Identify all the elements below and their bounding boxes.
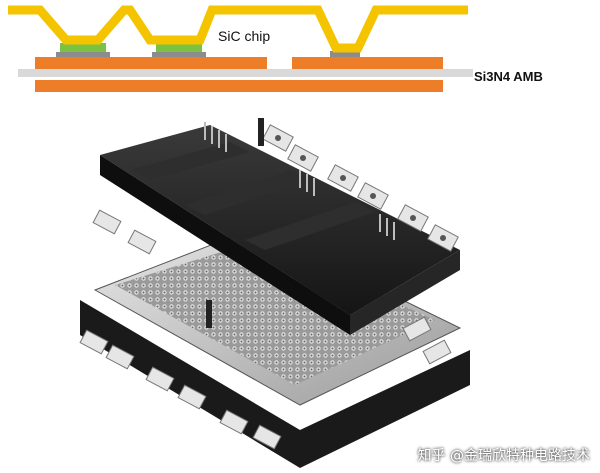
ceramic-substrate-layer (18, 69, 473, 77)
lower-module (79, 227, 470, 468)
pin-fin-heatsink (115, 240, 435, 385)
watermark: 知乎 @金瑞欣特种电路技术 (417, 448, 590, 464)
die-attach-left (56, 52, 110, 57)
sic-chip-left (60, 43, 106, 52)
top-copper-pad-left (35, 57, 267, 69)
cross-section-diagram (8, 5, 473, 92)
si3n4-amb-label: Si3N4 AMB (474, 69, 543, 84)
bond-wire-clip (8, 5, 468, 53)
bottom-copper-layer (35, 80, 443, 92)
die-attach-mid (152, 52, 206, 57)
sic-chip-mid (156, 43, 202, 52)
die-attach-right (330, 51, 360, 57)
upper-module (92, 118, 460, 335)
sic-chip-label: SiC chip (218, 28, 271, 44)
power-module-illustration (79, 118, 470, 468)
top-copper-pad-right (292, 57, 443, 69)
